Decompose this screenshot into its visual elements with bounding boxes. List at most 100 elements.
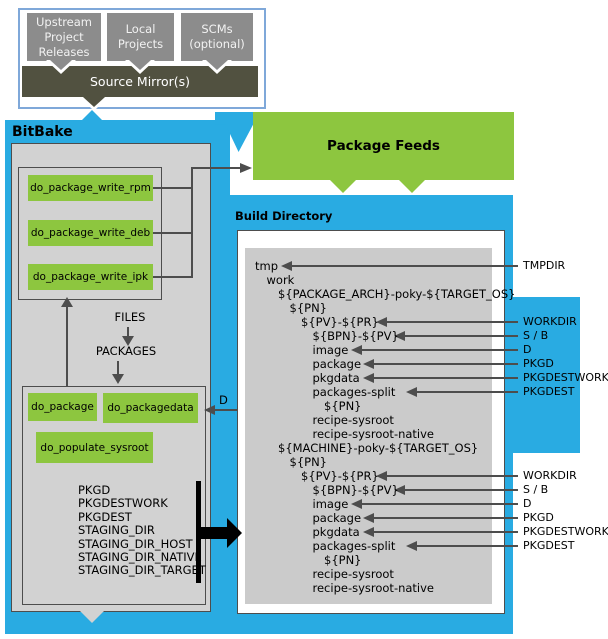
side-label: S / B xyxy=(523,483,549,496)
tree-item: ${PACKAGE_ARCH}-poky-${TARGET_OS} xyxy=(278,287,516,301)
connector-ipk xyxy=(153,276,193,278)
side-label: TMPDIR xyxy=(523,259,566,272)
tree-item: ${BPN}-${PV} xyxy=(312,483,399,497)
d-arrow-line xyxy=(215,409,237,411)
side-label: S / B xyxy=(523,329,549,342)
source-mirrors-label: Source Mirror(s) xyxy=(90,74,190,89)
variable-item: PKGDEST xyxy=(78,509,132,524)
side-arrow-line xyxy=(290,265,518,267)
arrow-left-icon xyxy=(280,261,292,271)
arrow-up-icon xyxy=(61,297,73,307)
tree-item: ${PN} xyxy=(289,455,328,469)
variable-item: STAGING_DIR_HOST xyxy=(78,536,193,551)
side-arrow-line xyxy=(416,391,518,393)
tree-item: image xyxy=(312,497,349,511)
up-arrow-line xyxy=(66,306,68,386)
side-arrow-line xyxy=(360,503,518,505)
side-label: PKGD xyxy=(523,357,554,370)
arrow-left-icon xyxy=(362,527,374,537)
arrow-left-icon xyxy=(350,499,362,509)
variable-item: STAGING_DIR xyxy=(78,523,155,538)
source-box: Local Projects xyxy=(107,13,174,61)
side-arrow-line xyxy=(360,349,518,351)
task-do-package-write-deb: do_package_write_deb xyxy=(28,220,153,246)
arrow-left-icon xyxy=(362,359,374,369)
connector-to-feeds xyxy=(191,167,240,169)
packages-label: PACKAGES xyxy=(95,344,157,358)
source-box: Upstream Project Releases xyxy=(27,13,101,61)
side-label: PKGDEST xyxy=(523,539,575,552)
tree-item: recipe-sysroot-native xyxy=(312,427,435,441)
task-do-package-write-ipk: do_package_write_ipk xyxy=(28,264,153,290)
tree-item: package xyxy=(312,511,362,525)
side-label: D xyxy=(523,497,532,510)
packages-arrow-line xyxy=(117,361,119,374)
task-do-package: do_package xyxy=(28,393,97,421)
tree-item: ${BPN}-${PV} xyxy=(312,329,399,343)
bitbake-bottom-tab xyxy=(80,611,104,623)
tree-item: package xyxy=(312,357,362,371)
side-label: PKGDESTWORK xyxy=(523,371,608,384)
arrow-left-icon xyxy=(376,317,388,327)
arrow-left-icon xyxy=(204,405,215,415)
package-tasks-box xyxy=(22,386,206,605)
package-feeds-tab-left xyxy=(330,180,356,193)
tree-item: image xyxy=(312,343,349,357)
side-arrow-line xyxy=(372,517,518,519)
fat-arrow-body xyxy=(201,527,227,539)
tree-item: recipe-sysroot xyxy=(312,567,394,581)
variable-item: PKGD xyxy=(78,483,111,497)
fat-arrow-head-icon xyxy=(227,518,242,548)
task-label: do_packagedata xyxy=(107,402,194,414)
tree-item: pkgdata xyxy=(312,371,360,385)
task-label: do_package xyxy=(31,401,94,413)
tree-item: work xyxy=(266,273,295,287)
arrow-left-icon xyxy=(362,513,374,523)
source-box-tab xyxy=(206,60,228,70)
source-box: SCMs (optional) xyxy=(181,13,253,61)
arrow-left-icon xyxy=(376,471,388,481)
arrow-left-icon xyxy=(350,345,362,355)
tree-item: ${PV}-${PR} xyxy=(301,469,379,483)
side-arrow-line xyxy=(386,321,518,323)
files-arrow-line xyxy=(127,327,129,336)
arrow-down-icon xyxy=(122,336,134,346)
side-label: WORKDIR xyxy=(523,315,577,328)
files-label: FILES xyxy=(114,310,146,324)
task-label: do_package_write_deb xyxy=(30,227,151,239)
task-do-packagedata: do_packagedata xyxy=(103,393,198,423)
arrow-down-icon xyxy=(112,374,124,384)
tree-item: ${PV}-${PR} xyxy=(301,315,379,329)
tree-item: ${PN} xyxy=(324,399,362,413)
bitbake-title: BitBake xyxy=(12,124,73,140)
task-do-package-write-rpm: do_package_write_rpm xyxy=(28,175,153,201)
d-arrow-label: D xyxy=(219,393,228,407)
side-arrow-line xyxy=(372,531,518,533)
side-label: PKGDEST xyxy=(523,385,575,398)
tree-item: ${PN} xyxy=(324,553,362,567)
tree-item: tmp xyxy=(255,259,279,273)
arrow-left-icon xyxy=(393,485,405,495)
tree-item: recipe-sysroot-native xyxy=(312,581,435,595)
package-feeds-tab-right xyxy=(399,180,425,193)
tree-item: recipe-sysroot xyxy=(312,413,394,427)
arrow-left-icon xyxy=(393,331,405,341)
side-label: PKGDESTWORK xyxy=(523,525,608,538)
side-label: PKGD xyxy=(523,511,554,524)
variable-item: STAGING_DIR_NATIVE xyxy=(78,550,202,564)
build-directory-gray-panel xyxy=(245,248,492,604)
side-arrow-line xyxy=(416,545,518,547)
build-directory-title: Build Directory xyxy=(235,209,333,223)
arrow-left-icon xyxy=(406,541,418,551)
source-box-tab xyxy=(129,60,151,70)
tree-item: packages-split xyxy=(312,385,396,399)
tree-item: pkgdata xyxy=(312,525,360,539)
side-arrow-line xyxy=(386,475,518,477)
bitbake-top-tab xyxy=(80,110,104,122)
side-arrow-line xyxy=(372,363,518,365)
side-arrow-line xyxy=(403,489,518,491)
source-box-tab xyxy=(50,60,72,70)
source-mirrors-tab xyxy=(83,97,105,107)
side-arrow-line xyxy=(403,335,518,337)
